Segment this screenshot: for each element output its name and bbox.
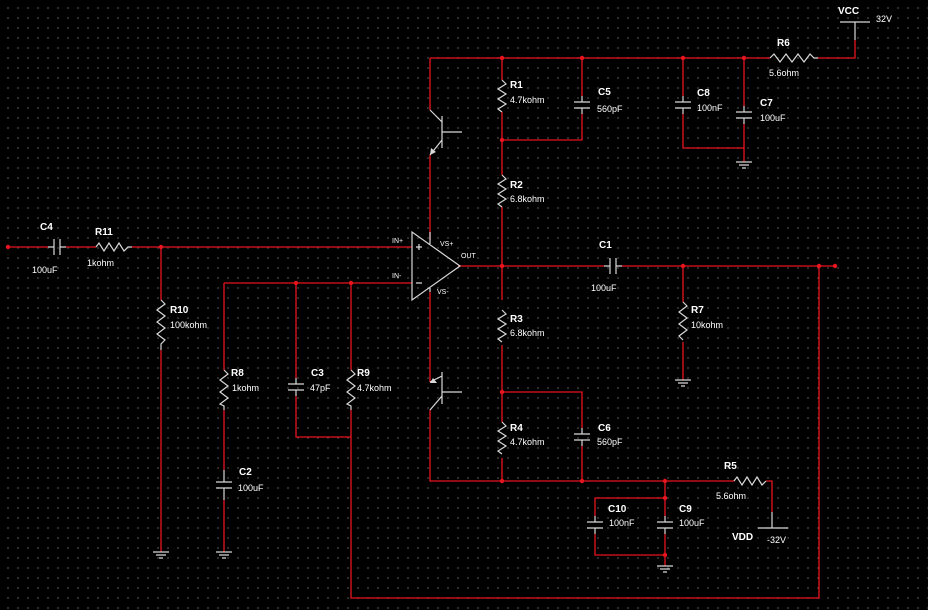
r8-value: 1kohm	[232, 383, 259, 393]
r4-name: R4	[510, 423, 523, 434]
resistor-r5-symbol[interactable]	[733, 475, 767, 487]
c4-value: 100uF	[32, 265, 58, 275]
resistor-r2-symbol[interactable]	[496, 174, 508, 208]
r1-value: 4.7kohm	[510, 95, 545, 105]
resistor-r9-symbol[interactable]	[345, 369, 356, 410]
vdd-voltage: -32V	[767, 535, 786, 545]
junction-dots	[5, 55, 838, 558]
resistor-r6-symbol[interactable]	[769, 53, 818, 63]
resistor-r11-symbol[interactable]	[95, 241, 132, 253]
capacitor-c5-symbol[interactable]	[574, 96, 590, 114]
c10-name: C10	[608, 504, 627, 515]
r7-value: 10kohm	[691, 320, 723, 330]
capacitor-c4-symbol[interactable]	[48, 239, 66, 255]
c5-name: C5	[598, 87, 611, 98]
c5-value: 560pF	[597, 104, 623, 114]
resistor-r4-symbol[interactable]	[496, 421, 508, 455]
resistor-r3-symbol[interactable]	[496, 309, 508, 343]
r2-value: 6.8kohm	[510, 194, 545, 204]
pin-vs-minus: VS-	[437, 289, 449, 296]
c4-name: C4	[40, 222, 53, 233]
r3-name: R3	[510, 314, 523, 325]
capacitor-c3-symbol[interactable]	[288, 378, 304, 396]
c2-value: 100uF	[238, 483, 264, 493]
wires	[8, 40, 856, 599]
op-amp-pin-labels: IN+ IN- VS+ VS- OUT	[392, 238, 477, 296]
resistor-r1-symbol[interactable]	[496, 79, 508, 113]
c8-value: 100nF	[697, 103, 723, 113]
r6-value: 5.6ohm	[769, 68, 799, 78]
vdd-label: VDD	[732, 532, 753, 543]
c3-value: 47pF	[310, 383, 331, 393]
capacitor-c8-symbol[interactable]	[675, 96, 691, 114]
r8-name: R8	[231, 368, 244, 379]
capacitor-c2-symbol[interactable]	[216, 470, 232, 500]
pin-in-minus: IN-	[392, 273, 402, 280]
c10-value: 100nF	[609, 518, 635, 528]
r4-value: 4.7kohm	[510, 437, 545, 447]
pin-out: OUT	[461, 253, 477, 260]
r11-name: R11	[95, 227, 113, 238]
c3-name: C3	[311, 368, 324, 379]
supply-labels: VCC 32V VDD -32V	[732, 6, 892, 545]
op-amp-symbol[interactable]	[411, 230, 462, 302]
transistor-upper-symbol[interactable]	[429, 109, 462, 156]
capacitor-c10-symbol[interactable]	[587, 516, 603, 534]
r6-name: R6	[777, 38, 790, 49]
c8-name: C8	[697, 88, 710, 99]
c6-name: C6	[598, 423, 611, 434]
r5-value: 5.6ohm	[716, 491, 746, 501]
c7-value: 100uF	[760, 113, 786, 123]
r5-name: R5	[724, 461, 737, 472]
ground-symbols	[153, 161, 752, 573]
vcc-supply-symbol	[840, 21, 870, 40]
r2-name: R2	[510, 180, 523, 191]
r9-value: 4.7kohm	[357, 383, 392, 393]
vcc-voltage: 32V	[876, 14, 892, 24]
resistor-r7-symbol[interactable]	[678, 301, 688, 341]
r10-name: R10	[170, 305, 189, 316]
vdd-supply-symbol	[758, 512, 788, 529]
r11-value: 1kohm	[87, 258, 114, 268]
r3-value: 6.8kohm	[510, 328, 545, 338]
resistor-r10-symbol[interactable]	[156, 299, 166, 350]
pin-vs-plus: VS+	[440, 241, 453, 248]
vcc-label: VCC	[838, 6, 859, 17]
c6-value: 560pF	[597, 437, 623, 447]
capacitor-c9-symbol[interactable]	[657, 516, 673, 534]
capacitor-c7-symbol[interactable]	[736, 106, 752, 124]
component-labels: C4 100uF R11 1kohm R10 100kohm R8 1kohm …	[32, 38, 799, 528]
c1-value: 100uF	[591, 283, 617, 293]
capacitor-c1-symbol[interactable]	[604, 258, 622, 274]
r7-name: R7	[691, 305, 704, 316]
c2-name: C2	[239, 467, 252, 478]
resistor-r8-symbol[interactable]	[218, 369, 229, 410]
capacitor-c6-symbol[interactable]	[574, 428, 590, 446]
r1-name: R1	[510, 80, 523, 91]
c1-name: C1	[599, 240, 612, 251]
pin-in-plus: IN+	[392, 238, 403, 245]
r10-value: 100kohm	[170, 320, 207, 330]
c9-value: 100uF	[679, 518, 705, 528]
c7-name: C7	[760, 98, 773, 109]
r9-name: R9	[357, 368, 370, 379]
transistor-lower-symbol[interactable]	[429, 372, 462, 411]
c9-name: C9	[679, 504, 692, 515]
